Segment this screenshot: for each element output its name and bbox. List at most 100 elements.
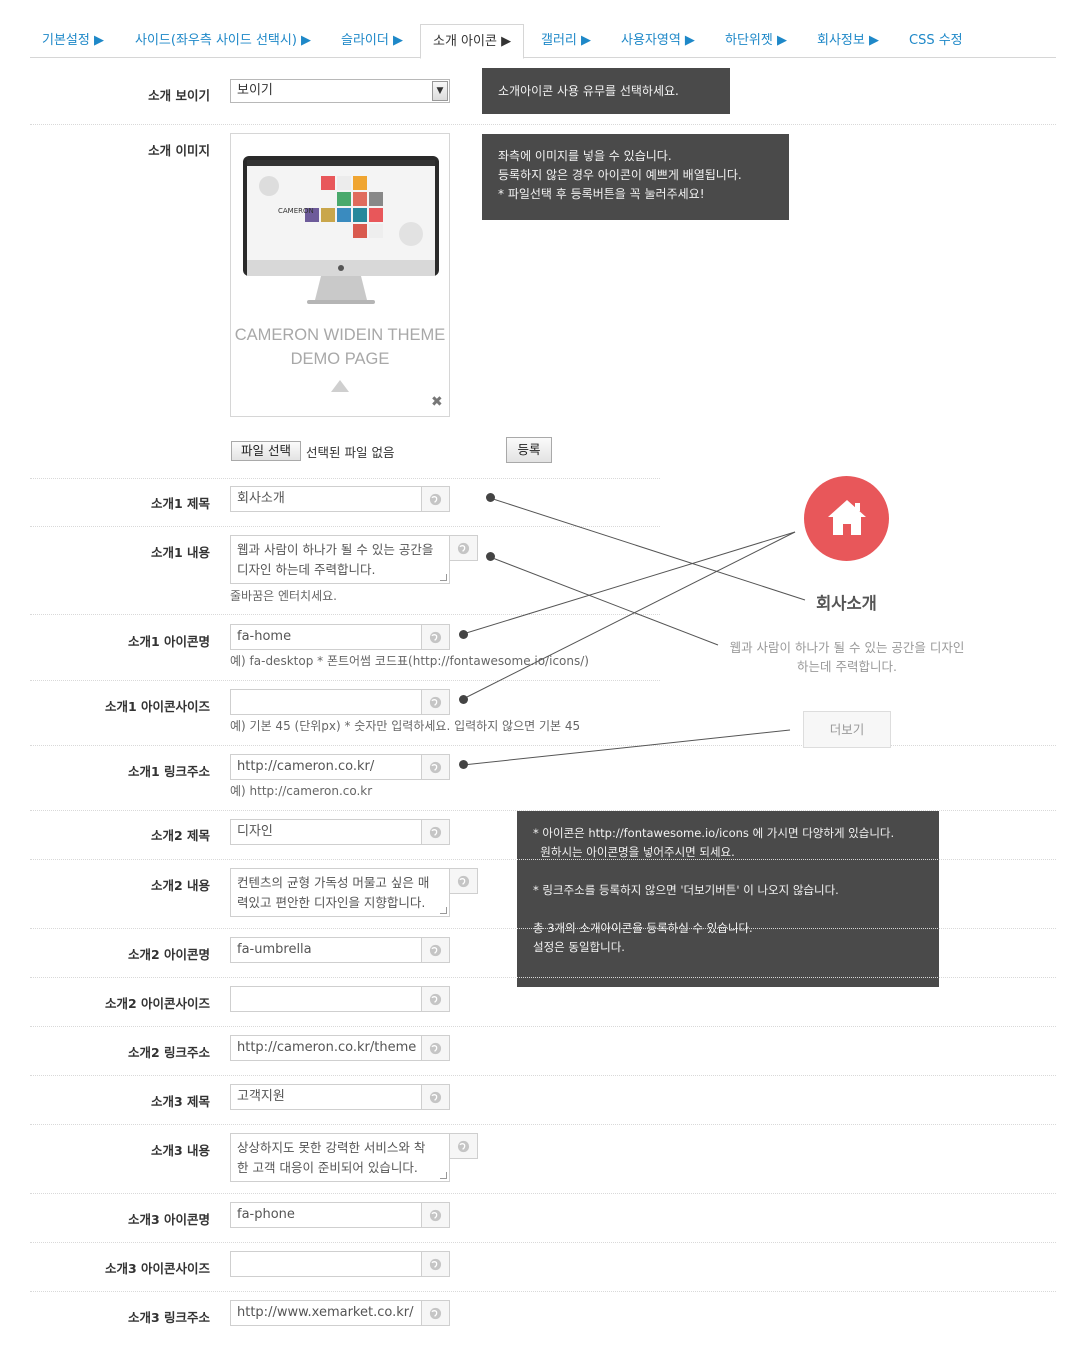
item1-content-help: 줄바꿈은 엔터치세요. (230, 589, 337, 603)
item1-content-label: 소개1 내용 (150, 545, 210, 560)
item1-content-line2: 디자인 하는데 주력합니다. (237, 562, 376, 577)
item1-size-help: 예) 기본 45 (단위px) * 숫자만 입력하세요. 입력하지 않으면 기본… (230, 719, 581, 733)
item1-link-help: 예) http://cameron.co.kr (230, 784, 373, 798)
image-preview-box: CAMERON CAMERON WIDEIN THEME DEMO PAGE ✖ (230, 133, 450, 417)
item3-size-input[interactable] (230, 1251, 422, 1277)
file-select-button[interactable]: 파일 선택 (231, 441, 301, 461)
preview-desc-line2: 하는데 주력합니다. (797, 659, 897, 674)
globe-icon[interactable] (422, 1251, 450, 1277)
item1-content-textarea[interactable]: 웹과 사람이 하나가 될 수 있는 공간을 디자인 하는데 주력합니다. (230, 535, 450, 584)
item1-size-input[interactable] (230, 689, 422, 715)
item2-size-input[interactable] (230, 986, 422, 1012)
demo-title-line1: CAMERON WIDEIN THEME (234, 326, 446, 344)
divider (30, 1193, 1056, 1194)
globe-icon[interactable] (450, 868, 478, 894)
tab-css-edit[interactable]: CSS 수정 (909, 33, 963, 48)
item1-link-input[interactable]: http://cameron.co.kr/ (230, 754, 422, 780)
divider (30, 928, 1056, 929)
preview-desc-line1: 웹과 사람이 하나가 될 수 있는 공간을 디자인 (729, 640, 965, 655)
globe-icon[interactable] (422, 986, 450, 1012)
item2-link-input[interactable]: http://cameron.co.kr/theme (230, 1035, 422, 1061)
divider (30, 1075, 1056, 1076)
globe-icon[interactable] (450, 1133, 478, 1159)
image-tip-line3: * 파일선택 후 등록버튼을 꼭 눌러주세요! (498, 187, 705, 201)
tab-slider[interactable]: 슬라이더 ▶ (341, 33, 403, 48)
tab-basic-settings[interactable]: 기본설정 ▶ (42, 33, 104, 48)
show-select[interactable]: 보이기 ▼ (230, 79, 450, 103)
divider (30, 745, 1056, 746)
item2-content-label: 소개2 내용 (150, 878, 210, 893)
register-button[interactable]: 등록 (506, 437, 552, 463)
item3-title-label: 소개3 제목 (150, 1094, 210, 1109)
globe-icon[interactable] (422, 689, 450, 715)
item1-size-label: 소개1 아이콘사이즈 (104, 699, 210, 714)
divider (30, 1242, 1056, 1243)
divider (30, 680, 660, 681)
item3-content-textarea[interactable]: 상상하지도 못한 강력한 서비스와 착 한 고객 대응이 준비되어 있습니다. (230, 1133, 450, 1182)
resize-handle-icon[interactable] (440, 574, 447, 581)
item3-icon-label: 소개3 아이콘명 (127, 1212, 210, 1227)
info-tip-line4: * 링크주소를 등록하지 않으면 '더보기버튼' 이 나오지 않습니다. (533, 883, 839, 897)
tab-user-area[interactable]: 사용자영역 ▶ (621, 33, 695, 48)
globe-icon[interactable] (422, 1300, 450, 1326)
tab-gallery[interactable]: 갤러리 ▶ (541, 33, 592, 48)
item1-icon-input[interactable]: fa-home (230, 624, 422, 650)
item2-title-label: 소개2 제목 (150, 828, 210, 843)
connector-dot (459, 695, 468, 704)
divider (30, 810, 1056, 811)
show-tip: 소개아이콘 사용 유무를 선택하세요. (482, 68, 730, 114)
divider (30, 1291, 1056, 1292)
item3-content-line1: 상상하지도 못한 강력한 서비스와 착 (237, 1140, 426, 1155)
globe-icon[interactable] (422, 754, 450, 780)
item2-icon-label: 소개2 아이콘명 (127, 947, 210, 962)
item1-content-line1: 웹과 사람이 하나가 될 수 있는 공간을 (237, 542, 434, 557)
item3-link-label: 소개3 링크주소 (127, 1310, 210, 1325)
globe-icon[interactable] (422, 624, 450, 650)
item1-title-input[interactable]: 회사소개 (230, 486, 422, 512)
divider (30, 1124, 1056, 1125)
preview-description: 웹과 사람이 하나가 될 수 있는 공간을 디자인 하는데 주력합니다. (720, 638, 974, 676)
globe-icon[interactable] (422, 486, 450, 512)
item3-content-line2: 한 고객 대응이 준비되어 있습니다. (237, 1160, 418, 1175)
item3-title-input[interactable]: 고객지원 (230, 1084, 422, 1110)
image-tip-line2: 등록하지 않은 경우 아이콘이 예쁘게 배열됩니다. (498, 168, 742, 182)
tab-intro-icon[interactable]: 소개 아이콘 ▶ (420, 24, 525, 59)
item2-content-line1: 컨텐츠의 균형 가독성 머물고 싶은 매 (237, 875, 430, 890)
divider (30, 859, 1056, 860)
item3-content-label: 소개3 내용 (150, 1143, 210, 1158)
resize-handle-icon[interactable] (440, 907, 447, 914)
item2-icon-input[interactable]: fa-umbrella (230, 937, 422, 963)
preview-icon-circle (804, 476, 889, 561)
item3-size-label: 소개3 아이콘사이즈 (104, 1261, 210, 1276)
info-tip-line7: 설정은 동일합니다. (533, 940, 625, 954)
connector-dot (486, 493, 495, 502)
screen-brand-text: CAMERON (278, 207, 314, 215)
item3-icon-input[interactable]: fa-phone (230, 1202, 422, 1228)
item2-title-input[interactable]: 디자인 (230, 819, 422, 845)
globe-icon[interactable] (422, 1084, 450, 1110)
tab-bar: 기본설정 ▶ 사이드(좌우측 사이드 선택시) ▶ 슬라이더 ▶ 소개 아이콘 … (30, 24, 1056, 59)
resize-handle-icon[interactable] (440, 1172, 447, 1179)
monitor-image (243, 156, 439, 304)
globe-icon[interactable] (422, 819, 450, 845)
item2-content-textarea[interactable]: 컨텐츠의 균형 가독성 머물고 싶은 매 력있고 편안한 디자인을 지향합니다. (230, 868, 450, 917)
preview-more-button[interactable]: 더보기 (803, 711, 891, 748)
globe-icon[interactable] (422, 1202, 450, 1228)
divider (30, 526, 660, 527)
close-icon[interactable]: ✖ (431, 394, 443, 410)
tab-bottom-widget[interactable]: 하단위젯 ▶ (725, 33, 787, 48)
show-label: 소개 보이기 (148, 88, 210, 103)
tab-side[interactable]: 사이드(좌우측 사이드 선택시) ▶ (135, 33, 312, 48)
connector-dot (459, 760, 468, 769)
globe-icon[interactable] (422, 1035, 450, 1061)
globe-icon[interactable] (450, 535, 478, 561)
show-select-value: 보이기 (237, 83, 273, 98)
info-tip-spacer (533, 862, 923, 881)
divider (30, 1026, 1056, 1027)
globe-icon[interactable] (422, 937, 450, 963)
item3-link-input[interactable]: http://www.xemarket.co.kr/ (230, 1300, 422, 1326)
tab-company-info[interactable]: 회사정보 ▶ (817, 33, 879, 48)
connector-dot (486, 552, 495, 561)
item2-link-label: 소개2 링크주소 (127, 1045, 210, 1060)
file-status-text: 선택된 파일 없음 (306, 445, 395, 460)
